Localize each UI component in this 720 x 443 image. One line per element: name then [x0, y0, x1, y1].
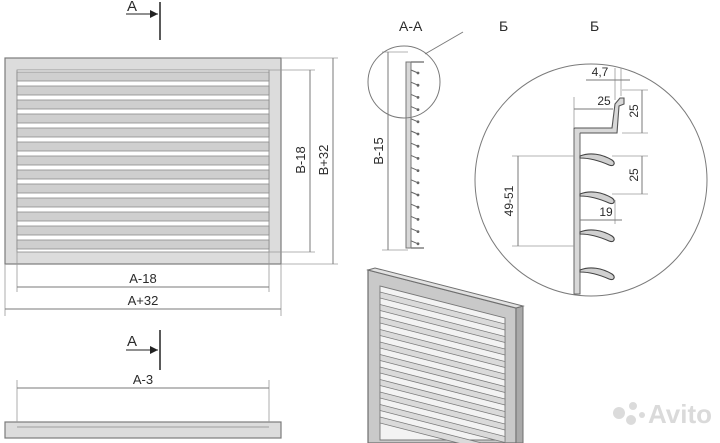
front-width-dims: А-18 А+32: [4, 252, 282, 316]
front-slat: [16, 211, 270, 222]
section-slat-tip: [416, 181, 420, 185]
section-slat-tip: [416, 205, 420, 209]
dim-slat-depth: 19: [599, 205, 613, 219]
section-frame-profile: [405, 61, 412, 249]
detail-top-profile: [574, 97, 625, 134]
dim-lip: 4,7: [592, 65, 609, 79]
iso-slat: [379, 291, 506, 331]
section-slats: [410, 69, 420, 246]
dim-slat-range: 49-51: [502, 185, 516, 216]
detail-slat: [579, 153, 615, 167]
detail-frame-strip: [573, 127, 581, 295]
width-outer-label: А+32: [128, 293, 159, 308]
section-mark-top: А: [126, 0, 161, 40]
section-mark-bottom: А: [126, 330, 161, 370]
grille-plan-frame: [4, 421, 282, 439]
section-slat-tip: [416, 96, 420, 99]
iso-slats: [379, 291, 506, 443]
front-slat: [16, 85, 270, 96]
front-height-dims: В-18 В+32: [269, 57, 338, 265]
section-slat-tip: [416, 71, 420, 75]
watermark: Avito: [613, 399, 712, 429]
section-slat-tip: [416, 157, 420, 160]
height-outer-label: В+32: [316, 145, 331, 176]
front-slat: [16, 155, 270, 166]
section-slat-tip: [416, 144, 420, 148]
iso-slat: [379, 353, 506, 394]
grille-slats: [16, 71, 270, 250]
front-slat: [16, 141, 270, 152]
height-inner-label: В-18: [293, 146, 308, 173]
detail-view: 4,7 25 25 25 19 49-51: [474, 63, 708, 297]
iso-slat: [379, 378, 506, 419]
dim-flange: 25: [597, 94, 611, 108]
front-slat: [16, 169, 270, 180]
plan-width-label: А-3: [133, 372, 153, 387]
dim-flange-height: 25: [627, 104, 641, 118]
section-slat-tip: [416, 108, 420, 111]
front-slat: [16, 71, 270, 82]
section-height-label: В-15: [371, 137, 386, 164]
iso-slat: [379, 416, 484, 443]
iso-slat: [379, 328, 506, 369]
section-slat-tip: [416, 83, 420, 87]
isometric-view: [366, 267, 525, 443]
front-slat: [16, 113, 270, 124]
detail-slat: [579, 191, 615, 205]
iso-slat: [379, 341, 506, 381]
section-slat-tip: [416, 169, 420, 173]
iso-slat: [379, 316, 506, 356]
front-slat: [16, 183, 270, 194]
section-slat-tip: [416, 218, 420, 221]
section-slat-tip: [416, 242, 420, 246]
detail-callout-circle: [367, 45, 441, 119]
bottom-view: А-3: [4, 372, 282, 439]
detail-slat: [579, 229, 615, 243]
iso-slat: [379, 303, 506, 344]
detail-slat: [579, 267, 615, 281]
front-slat: [16, 197, 270, 208]
detail-circle: [474, 63, 708, 297]
section-letter-top: А: [127, 0, 137, 15]
iso-slat: [379, 391, 506, 431]
front-slat: [16, 225, 270, 236]
width-inner-label: А-18: [129, 271, 156, 286]
section-letter-bottom: А: [127, 333, 137, 350]
section-slat-tip: [416, 120, 420, 124]
detail-title: Б: [590, 18, 599, 34]
front-slat: [16, 239, 270, 250]
section-slat-tip: [416, 193, 420, 197]
detail-callout-leader: [424, 31, 464, 55]
dim-slat-pitch: 25: [627, 168, 641, 182]
section-view: А-А В-15: [367, 18, 464, 251]
detail-slats: [579, 153, 615, 281]
section-title: А-А: [399, 18, 423, 34]
iso-slat: [379, 366, 506, 406]
front-slat: [16, 99, 270, 110]
front-slat: [16, 127, 270, 138]
detail-callout-letter: Б: [499, 18, 508, 34]
front-view: [4, 57, 282, 265]
section-slat-tip: [416, 230, 420, 234]
section-slat-tip: [416, 132, 420, 136]
watermark-text: Avito: [648, 399, 712, 429]
